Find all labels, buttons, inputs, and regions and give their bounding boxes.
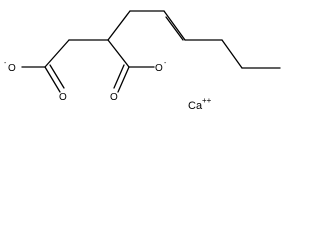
bond-c1-o-double-a: [44, 66, 61, 93]
bond-side4-side5: [221, 39, 243, 69]
bond-side2-side3-double-a: [163, 10, 186, 41]
atom-o-left-double: O: [59, 92, 67, 103]
charge-o-mid-anion: -: [164, 60, 167, 67]
atom-o-mid-anion: O: [155, 63, 163, 74]
atom-o-left-anion: O: [8, 63, 16, 74]
bond-c1-ch2: [44, 39, 70, 68]
bond-ch-side1: [107, 10, 131, 41]
bond-side2-side3-double-b: [165, 16, 184, 41]
bond-c2-o-double-b: [113, 64, 125, 89]
calcium-ion-charge: ++: [202, 96, 212, 105]
charge-o-left-anion: -: [4, 60, 7, 67]
bond-c2-o-double-a: [117, 66, 130, 93]
bond-ch-c2: [107, 39, 130, 68]
atom-o-mid-double: O: [110, 92, 118, 103]
skeletal-structure: O - O O - O Ca ++: [4, 10, 281, 112]
bond-c1-o-double-b: [49, 64, 65, 89]
calcium-ion-symbol: Ca: [188, 100, 203, 112]
